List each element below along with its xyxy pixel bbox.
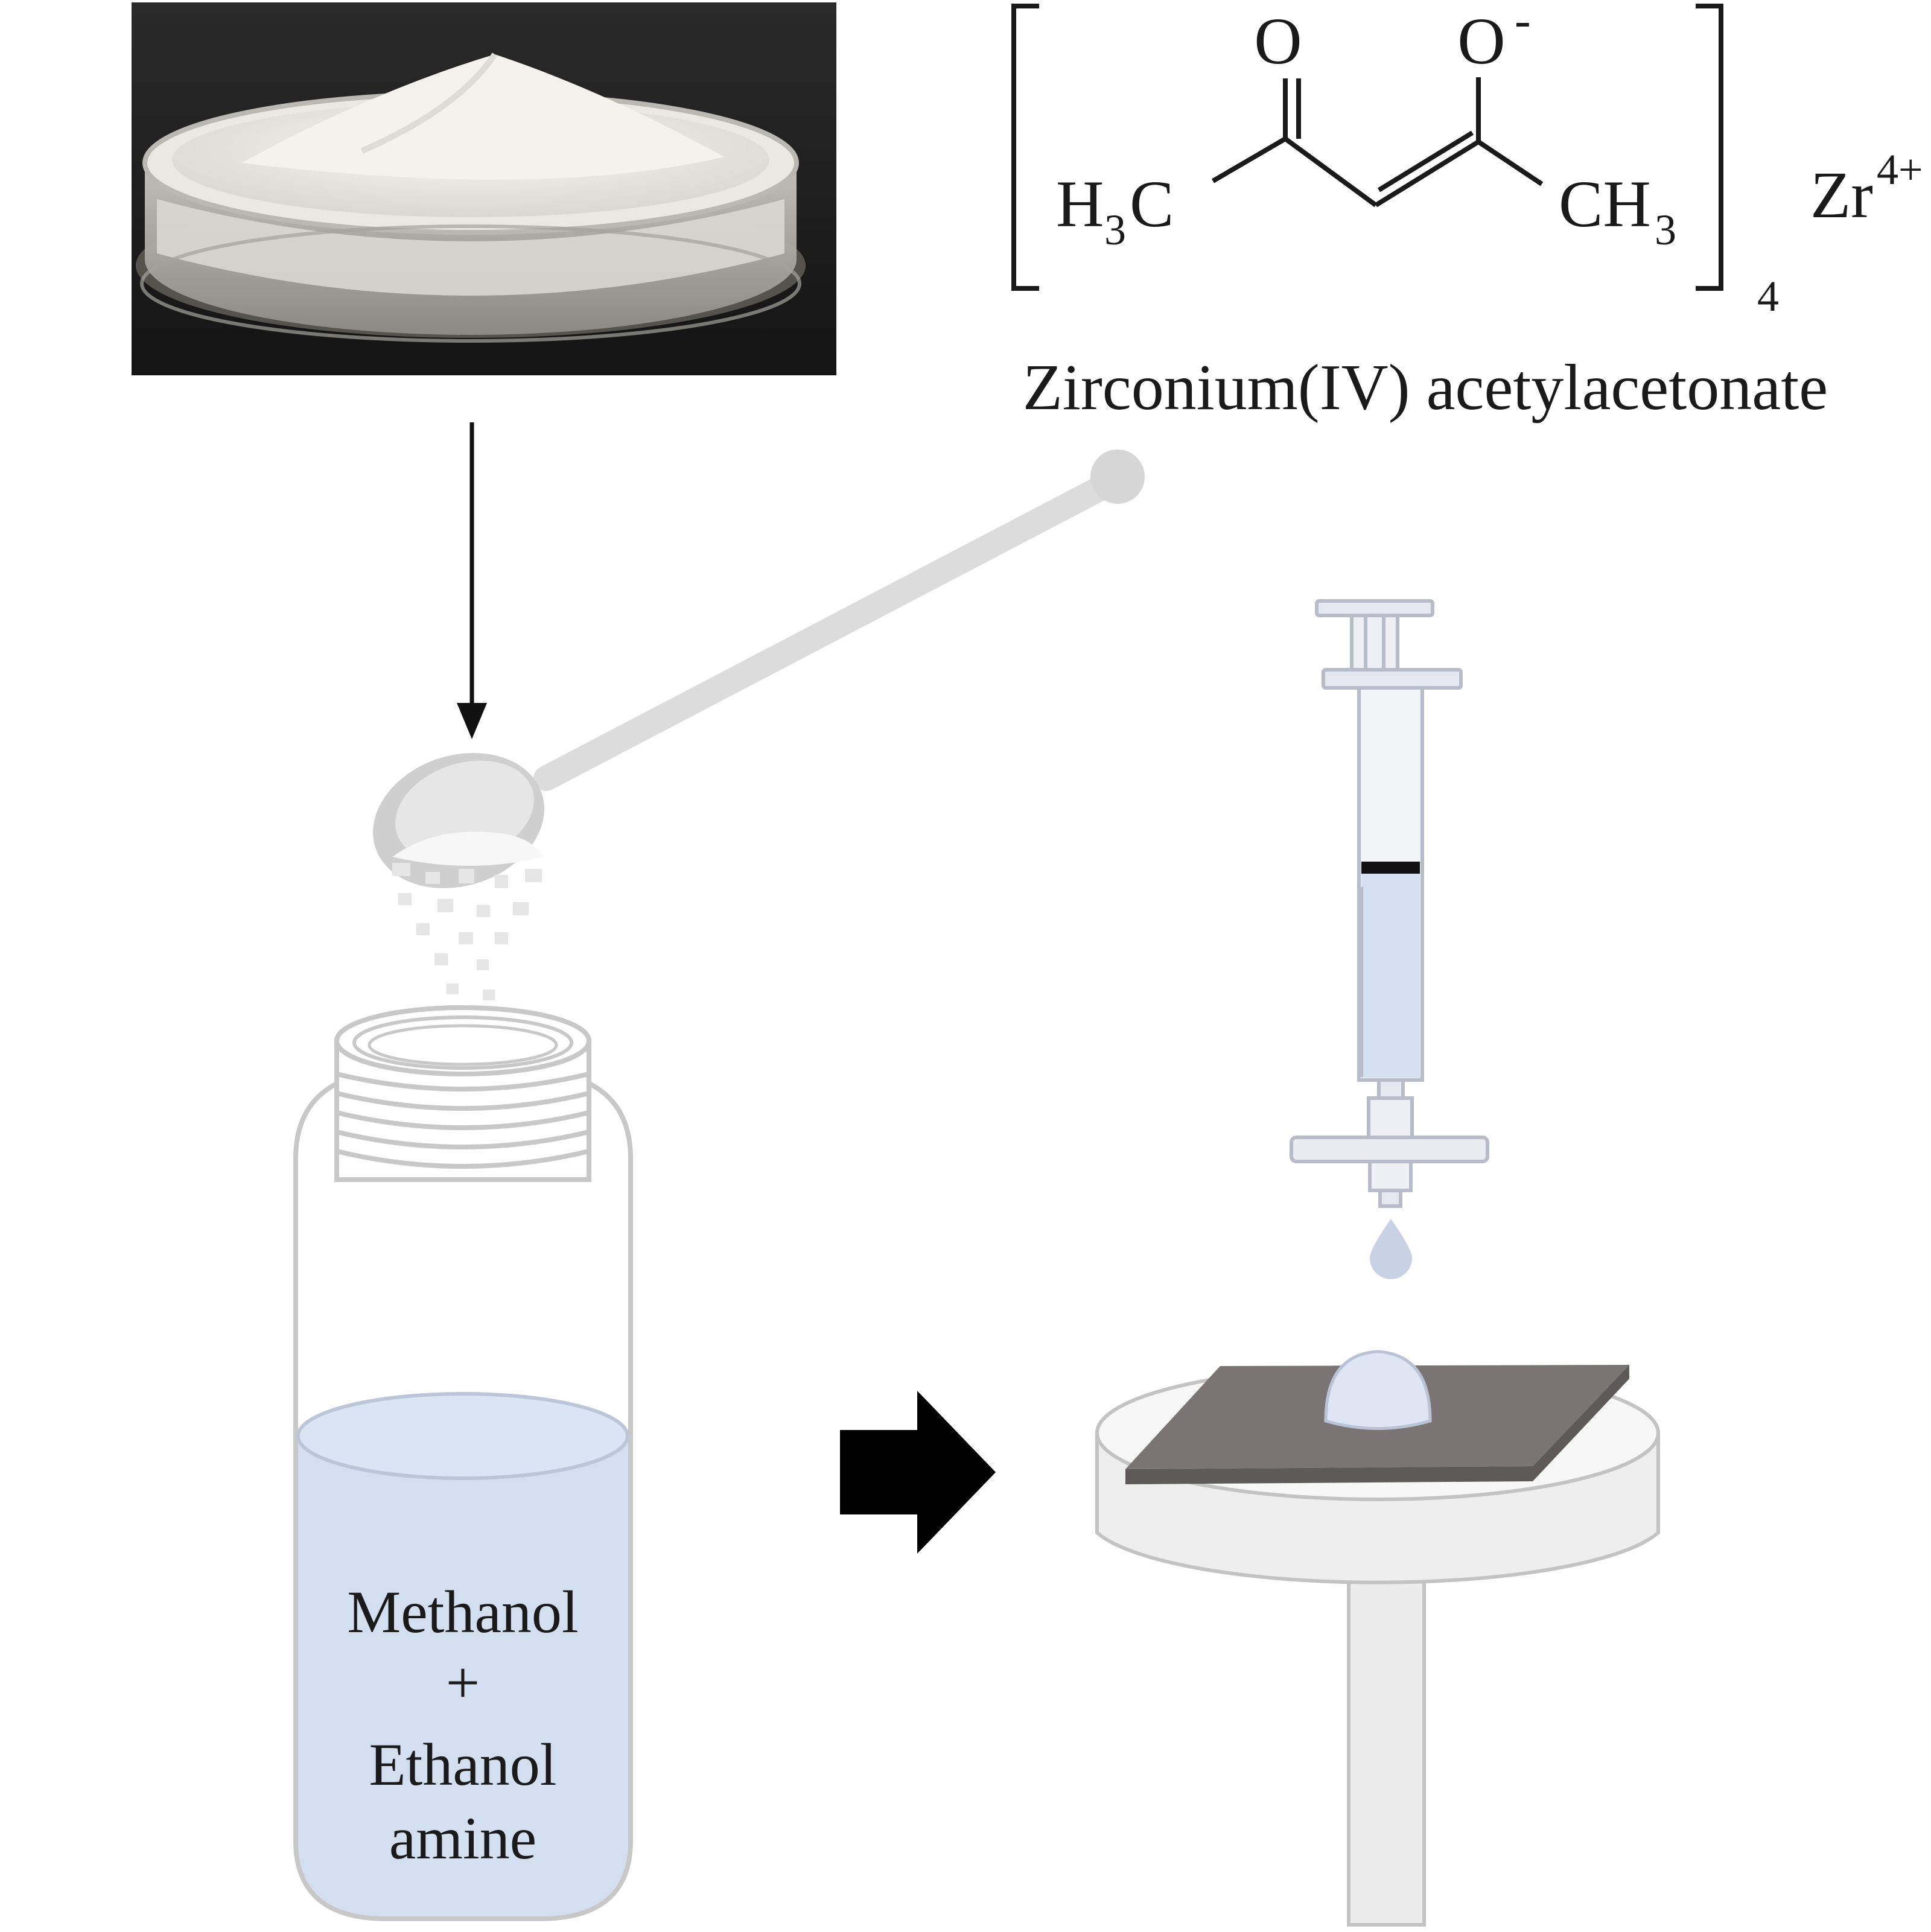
bottle-liquid xyxy=(298,1436,628,1916)
methyl-left-h-label: H xyxy=(1056,167,1104,241)
powder-photo xyxy=(132,2,836,375)
solution-label-line2: + xyxy=(446,1649,480,1716)
solution-label-line1: Methanol xyxy=(347,1578,578,1645)
spoon-icon xyxy=(373,450,1145,1000)
compound-name-label: Zirconium(IV) acetylacetonate xyxy=(1023,352,1828,424)
methyl-left-c-label: C xyxy=(1130,167,1174,241)
spin-coater-icon xyxy=(1095,1350,1660,1927)
metal-label: Zr xyxy=(1810,158,1873,232)
oxygen-charge-label: - xyxy=(1515,0,1531,47)
down-arrow-icon xyxy=(457,422,487,739)
solution-label-line4: amine xyxy=(389,1805,536,1872)
process-arrow-icon xyxy=(840,1391,996,1554)
oxygen-right-label: O xyxy=(1457,4,1505,78)
syringe-icon xyxy=(1290,599,1489,1208)
solution-label-line3: Ethanol xyxy=(369,1731,556,1798)
bottle-icon: Methanol + Ethanol amine xyxy=(293,1005,633,1921)
oxygen-left-label: O xyxy=(1254,4,1302,78)
chemical-structure: O O - H 3 C CH 3 4 Zr 4+ Zirconium(IV) a… xyxy=(1011,0,1923,424)
methyl-right-label: CH xyxy=(1559,167,1651,241)
methyl-right-sub-label: 3 xyxy=(1655,206,1676,254)
coating-droplet xyxy=(1324,1350,1432,1430)
methyl-left-sub-label: 3 xyxy=(1104,206,1126,254)
bracket-subscript-label: 4 xyxy=(1757,272,1779,320)
metal-charge-label: 4+ xyxy=(1877,145,1923,194)
droplet-icon xyxy=(1370,1219,1412,1279)
